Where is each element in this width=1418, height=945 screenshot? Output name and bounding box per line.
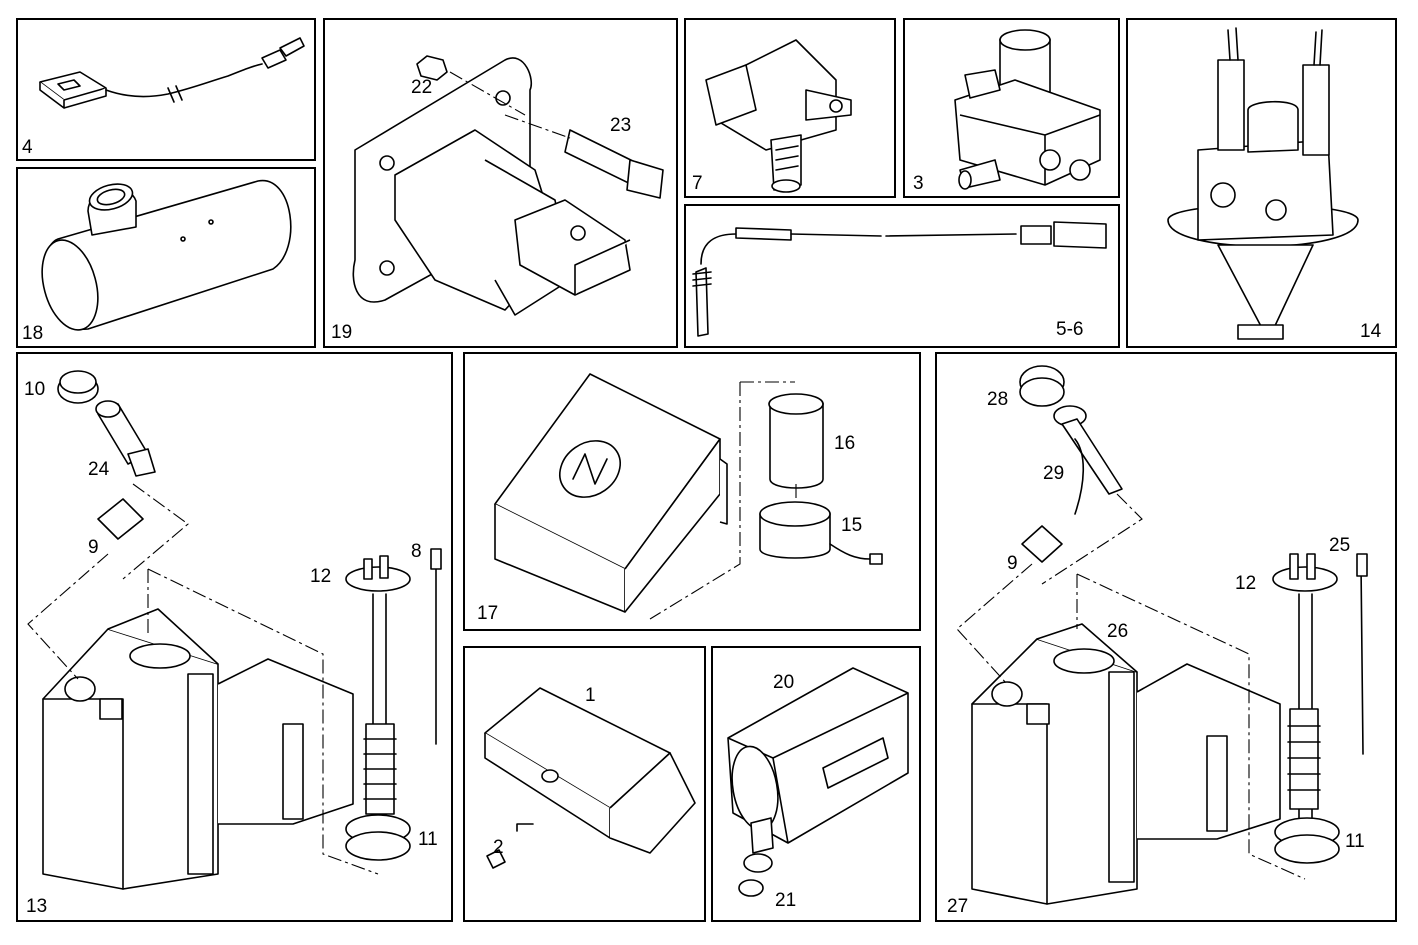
panel-number: 13: [26, 896, 48, 917]
callout-number: 22: [411, 77, 433, 98]
callout-number: 8: [411, 541, 422, 562]
callout-number: 15: [841, 515, 863, 536]
callout-number: 2: [493, 837, 504, 858]
part-20-drawing: [713, 648, 923, 924]
panel-number: 14: [1360, 321, 1382, 342]
panel-part-17[interactable]: 16 15 17: [463, 352, 921, 631]
callout-number: 16: [834, 433, 856, 454]
panel-part-18[interactable]: 18: [16, 167, 316, 348]
panel-part-19[interactable]: 22 23 19: [323, 18, 678, 348]
panel-part-7[interactable]: 7: [684, 18, 896, 198]
part-17-drawing: [465, 354, 923, 633]
part-4-drawing: [18, 20, 318, 163]
part-18-drawing: [18, 169, 318, 350]
panel-part-3[interactable]: 3: [903, 18, 1120, 198]
panel-number: 19: [331, 322, 353, 343]
callout-number: 10: [24, 379, 46, 400]
panel-part-1[interactable]: 1 2: [463, 646, 706, 922]
callout-number: 26: [1107, 621, 1129, 642]
panel-number: 20: [773, 672, 795, 693]
panel-part-20[interactable]: 20 21: [711, 646, 921, 922]
callout-number: 23: [610, 115, 632, 136]
panel-number: 4: [22, 137, 33, 158]
panel-part-14[interactable]: 14: [1126, 18, 1397, 348]
part-7-drawing: [686, 20, 898, 200]
callout-number: 11: [418, 829, 438, 850]
panel-number: 17: [477, 603, 499, 624]
part-3-drawing: [905, 20, 1122, 200]
callout-number: 11: [1345, 831, 1365, 852]
panel-number: 5-6: [1056, 319, 1084, 340]
part-5-6-drawing: [686, 206, 1122, 350]
callout-number: 12: [1235, 573, 1257, 594]
callout-number: 12: [310, 566, 332, 587]
callout-number: 9: [88, 537, 99, 558]
panel-part-5-6[interactable]: 5-6: [684, 204, 1120, 348]
panel-number: 18: [22, 323, 44, 344]
part-14-drawing: [1128, 20, 1399, 350]
panel-number: 27: [947, 896, 969, 917]
part-1-drawing: [465, 648, 708, 924]
callout-number: 9: [1007, 553, 1018, 574]
callout-number: 21: [775, 890, 797, 911]
panel-number: 7: [692, 173, 703, 194]
panel-part-4[interactable]: 4: [16, 18, 316, 161]
panel-part-13[interactable]: 10 24 9 8 12 11 13: [16, 352, 453, 922]
callout-number: 25: [1329, 535, 1351, 556]
callout-number: 24: [88, 459, 110, 480]
panel-number: 1: [585, 685, 596, 706]
panel-number: 3: [913, 173, 924, 194]
part-27-drawing: [937, 354, 1399, 924]
panel-part-27[interactable]: 28 29 9 25 12 26 11 27: [935, 352, 1397, 922]
part-13-drawing: [18, 354, 455, 924]
callout-number: 29: [1043, 463, 1065, 484]
callout-number: 28: [987, 389, 1009, 410]
part-19-drawing: [325, 20, 680, 350]
